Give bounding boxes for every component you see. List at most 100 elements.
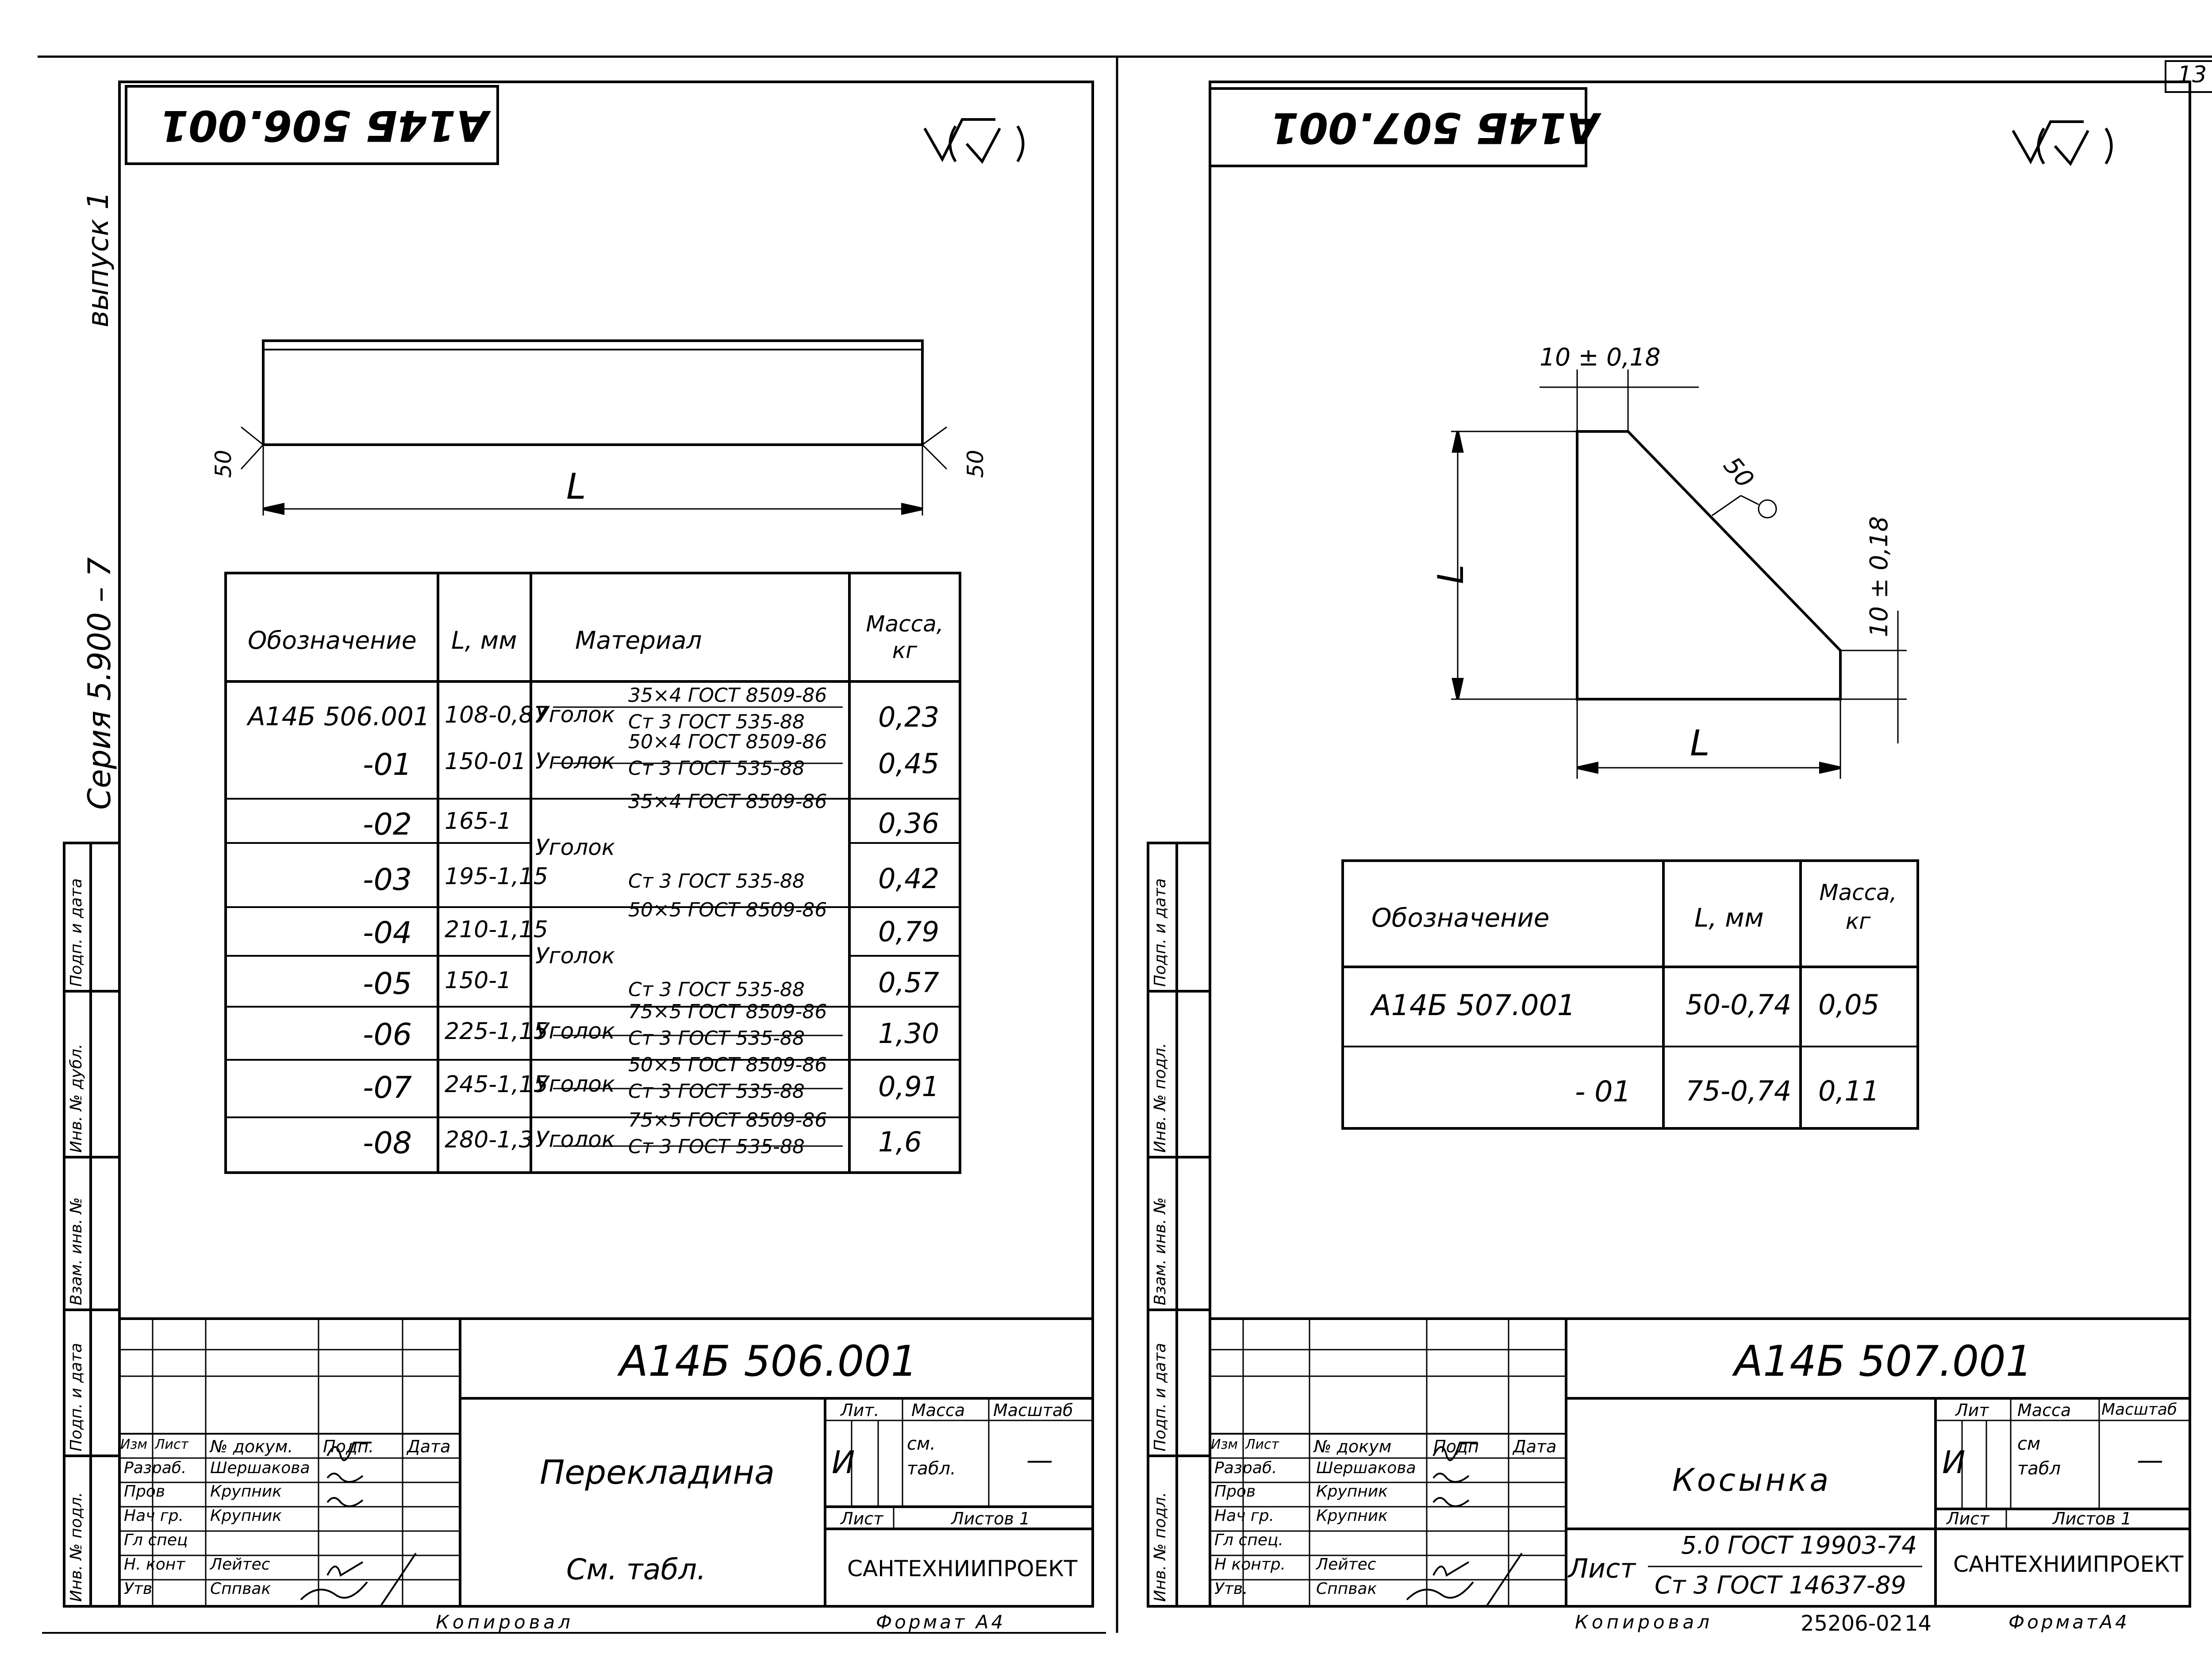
left-row-code: -05	[363, 966, 412, 1001]
left-row-mass: 0,42	[878, 862, 940, 895]
right-row1-mass: 0,05	[1818, 989, 1880, 1021]
left-side-stamp: Инв. № дубл.	[67, 1043, 85, 1153]
right-tb-signer: Лейтес	[1316, 1555, 1376, 1574]
left-tb-signer: Крупник	[210, 1507, 282, 1525]
right-tb-lit: Лит	[1955, 1401, 1989, 1420]
left-row-mass: 1,6	[878, 1126, 922, 1158]
left-tb-listov: Листов 1	[951, 1509, 1030, 1528]
right-tb-izm: Изм	[1211, 1437, 1238, 1452]
left-footer-format: Формат А4	[876, 1611, 1006, 1633]
left-side-vypusk: выпуск 1	[82, 191, 115, 327]
left-row-mass: 0,45	[878, 747, 940, 780]
right-tb-role: Н контр.	[1214, 1555, 1286, 1574]
left-th-mass: Масса, кг	[866, 611, 944, 663]
right-tb-podp: Подп	[1433, 1437, 1479, 1456]
left-row-mass: 1,30	[878, 1017, 940, 1050]
left-row-mat-top: 50×5 ГОСТ 8509-86	[628, 1054, 827, 1076]
right-footer-copied: Копировал	[1575, 1611, 1713, 1633]
right-tb-list-label: Лист	[1568, 1553, 1636, 1584]
left-row-L: 245-1,15	[445, 1071, 548, 1098]
left-row-mat-top: 35×4 ГОСТ 8509-86	[628, 684, 827, 707]
left-row-mass: 0,57	[878, 966, 940, 999]
left-tb-role: Разраб.	[124, 1459, 187, 1477]
left-tb-lit: Лит.	[841, 1401, 879, 1420]
left-row-code: -01	[363, 747, 412, 782]
right-row1-L: 50-0,74	[1686, 989, 1792, 1021]
left-row-code: -06	[363, 1017, 412, 1052]
left-row-code: А14Б 506.001	[248, 701, 430, 731]
right-tb-data: Дата	[1513, 1437, 1557, 1456]
right-tb-org: САНТЕХНИИПРОЕКТ	[1953, 1551, 2184, 1577]
right-footer-format: ФорматА4	[2008, 1611, 2130, 1633]
left-side-stamp: Подп. и дата	[67, 1343, 85, 1451]
left-drawing-code: А14Б 506.001	[159, 101, 488, 150]
left-tb-massa-val: см. табл.	[907, 1434, 956, 1479]
left-row-mat-top: 50×5 ГОСТ 8509-86	[628, 899, 827, 921]
right-side-stamp: Подп. и дата	[1151, 1343, 1169, 1451]
right-th-code: Обозначение	[1371, 903, 1550, 933]
left-row-mat-top: 50×4 ГОСТ 8509-86	[628, 731, 827, 753]
left-row-mass: 0,79	[878, 916, 940, 948]
left-tb-signer: Сппвак	[210, 1580, 271, 1598]
left-side-stamp: Взам. инв. №	[67, 1197, 85, 1305]
right-tb-signer: Шершакова	[1316, 1459, 1416, 1477]
right-row2-L: 75-0,74	[1686, 1075, 1792, 1107]
right-th-mass: Масса, кг	[1819, 880, 1897, 934]
right-dim-top: 10 ± 0,18	[1540, 343, 1661, 371]
left-row-L: 108-0,87	[445, 702, 548, 728]
left-row-mat-top: 75×5 ГОСТ 8509-86	[628, 1001, 827, 1023]
right-side-stamp: Взам. инв. №	[1151, 1197, 1169, 1305]
left-tb-material: См. табл.	[566, 1553, 706, 1586]
right-tb-listov: Листов 1	[2053, 1509, 2132, 1528]
left-th-material: Материал	[575, 626, 702, 654]
left-row-mass: 0,91	[878, 1070, 940, 1103]
left-row-mat-type: Уголок	[535, 1018, 615, 1044]
right-tb-signer: Крупник	[1316, 1482, 1388, 1501]
left-row-L: 195-1,15	[445, 863, 548, 890]
left-tb-role: Пров	[124, 1482, 165, 1501]
roughness-symbol-left	[923, 118, 1025, 164]
left-row-mat-type: Уголок	[535, 943, 615, 969]
right-side-stamp: Подп. и дата	[1151, 878, 1169, 987]
left-row-L: 150-1	[445, 967, 512, 994]
left-side-stamp: Инв. № подл.	[67, 1492, 85, 1602]
left-row-mat-type: Уголок	[535, 702, 615, 727]
left-row-L: 210-1,15	[445, 916, 548, 943]
left-side-seriya: Серия 5.900 – 7	[81, 557, 118, 810]
left-row-L: 225-1,15	[445, 1018, 548, 1045]
left-th-L: L, мм	[451, 626, 517, 654]
left-row-code: -03	[363, 862, 412, 897]
left-tb-role: Нач гр.	[124, 1507, 184, 1525]
left-row-mat-bot: Ст 3 ГОСТ 535-88	[628, 1080, 805, 1103]
right-tb-material-bot: Ст 3 ГОСТ 14637-89	[1655, 1571, 1906, 1599]
left-row-mat-bot: Ст 3 ГОСТ 535-88	[628, 870, 805, 893]
left-row-code: -04	[363, 916, 412, 951]
right-dim-side: 10 ± 0,18	[1865, 516, 1893, 638]
right-tb-name: Косынка	[1672, 1462, 1832, 1498]
left-row-code: -02	[363, 807, 412, 842]
right-row2-mass: 0,11	[1818, 1075, 1880, 1107]
left-tb-massa: Масса	[911, 1401, 965, 1420]
left-row-mat-type: Уголок	[535, 1127, 615, 1152]
right-tb-list-h: Лист	[1245, 1437, 1279, 1452]
left-tb-signer: Шершакова	[210, 1459, 310, 1477]
right-tb-role: Нач гр.	[1214, 1507, 1275, 1525]
left-row-mat-top: 35×4 ГОСТ 8509-86	[628, 790, 827, 813]
left-tb-list: Лист	[841, 1509, 883, 1528]
right-side-stamp: Инв. № подл.	[1151, 1492, 1169, 1602]
right-tb-code: А14Б 507.001	[1734, 1337, 2033, 1386]
roughness-symbol-right	[2012, 120, 2113, 166]
left-row-mat-bot: Ст 3 ГОСТ 535-88	[628, 711, 805, 733]
left-tb-signer: Лейтес	[210, 1555, 270, 1574]
left-row-code: -08	[363, 1126, 412, 1161]
left-bevel-left: 50	[211, 450, 236, 478]
left-side-stamp: Подп. и дата	[67, 878, 85, 987]
left-tb-masshtab-val: —	[1026, 1445, 1053, 1476]
left-tb-name: Перекладина	[540, 1453, 775, 1492]
left-row-mat-type: Уголок	[535, 835, 615, 860]
left-row-mat-bot: Ст 3 ГОСТ 535-88	[628, 1027, 805, 1050]
right-row1-code: А14Б 507.001	[1371, 989, 1576, 1022]
right-th-L: L, мм	[1694, 903, 1764, 933]
right-sheet-number: 13	[2177, 62, 2207, 88]
